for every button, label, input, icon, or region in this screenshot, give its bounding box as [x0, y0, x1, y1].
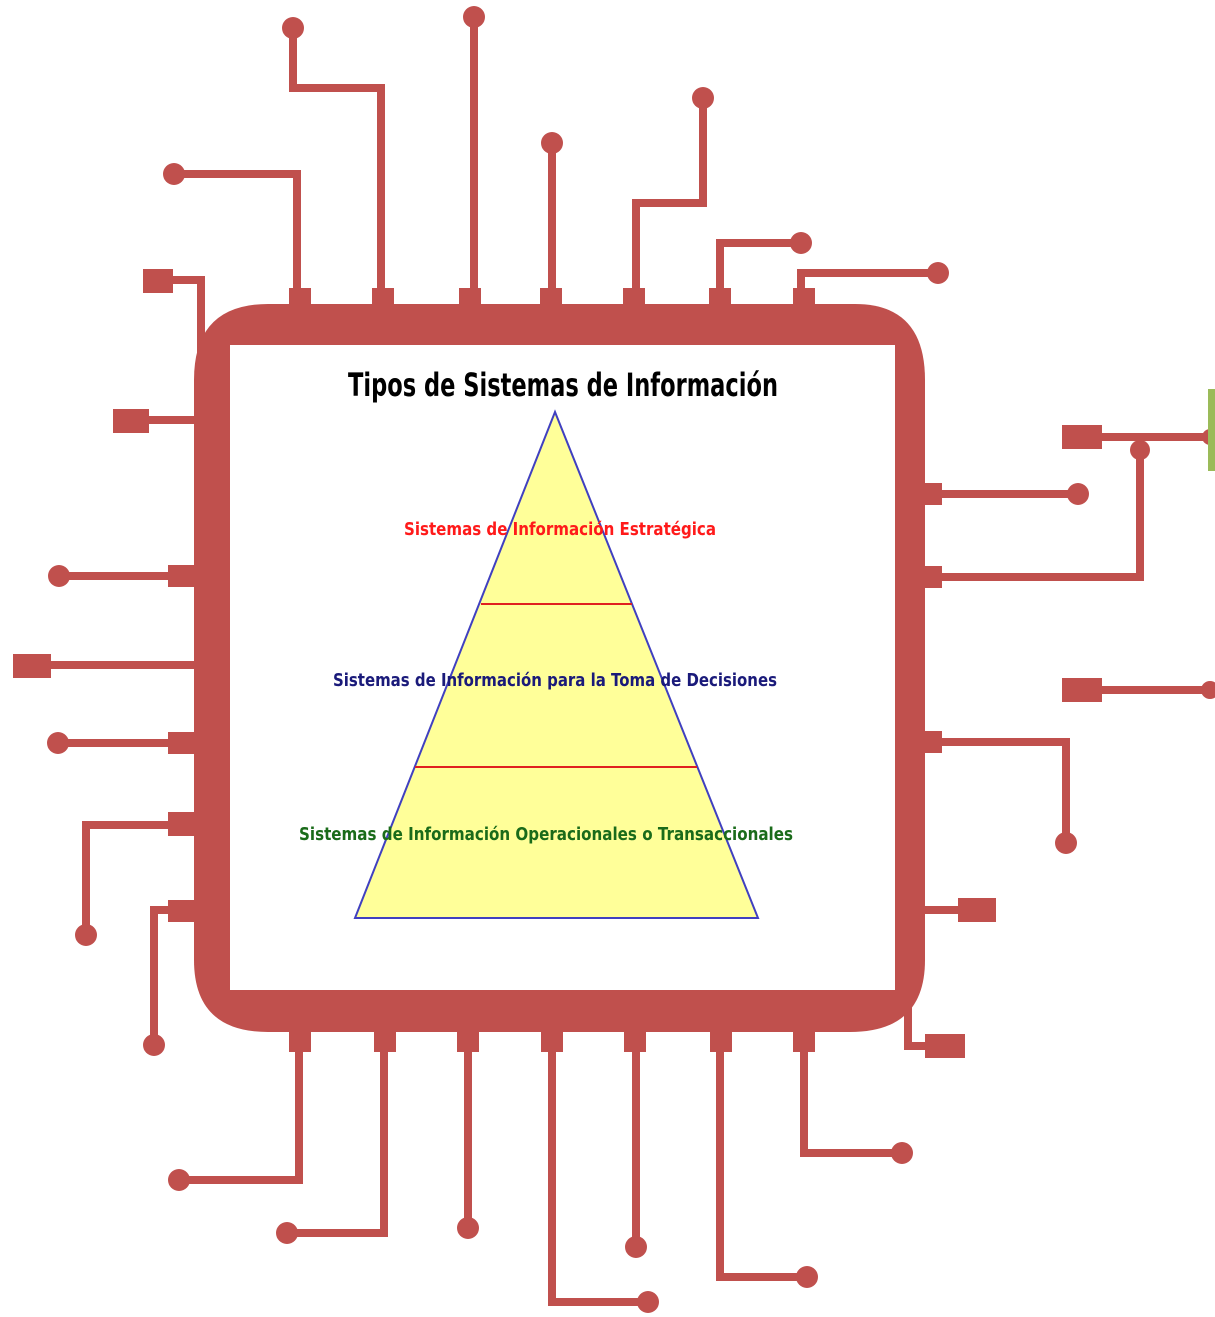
chip-pin: [168, 900, 196, 922]
terminal-dot: [1130, 440, 1150, 460]
chip-pin: [540, 288, 562, 308]
terminal-dot: [282, 17, 304, 39]
terminal-dot: [1067, 483, 1089, 505]
circuit-trace: [716, 239, 801, 300]
terminal-pad: [958, 898, 996, 922]
level-label-decisions: Sistemas de Información para la Toma de …: [333, 670, 777, 691]
terminal-dot: [891, 1142, 913, 1164]
chip-pin: [459, 288, 481, 308]
terminal-dot: [637, 1291, 659, 1313]
accent-tab: [1208, 389, 1215, 471]
circuit-trace: [548, 1030, 648, 1306]
terminal-dot: [927, 262, 949, 284]
terminal-dot: [692, 87, 714, 109]
circuit-trace: [910, 738, 1070, 843]
circuit-trace: [716, 1030, 807, 1281]
terminal-pad: [1062, 425, 1102, 449]
diagram-title: Tipos de Sistemas de Información: [348, 366, 778, 404]
terminal-dot: [796, 1266, 818, 1288]
terminal-dot: [276, 1222, 298, 1244]
terminal-dot: [163, 163, 185, 185]
circuit-trace: [179, 1030, 303, 1184]
pyramid: [353, 409, 760, 919]
circuit-trace: [797, 269, 938, 300]
chip-pin: [168, 732, 196, 754]
trace-terminals: [13, 6, 1215, 1313]
chip-pin: [793, 288, 815, 308]
chip-pin: [289, 288, 311, 308]
terminal-dot: [47, 732, 69, 754]
terminal-pad: [1062, 678, 1102, 702]
terminal-dot: [541, 132, 563, 154]
circuit-trace: [174, 170, 301, 300]
circuit-trace: [632, 98, 707, 300]
circuit-trace: [289, 28, 385, 300]
terminal-dot: [143, 1034, 165, 1056]
terminal-pad: [925, 1034, 965, 1058]
chip-pin: [168, 812, 196, 836]
circuit-trace: [910, 450, 1144, 581]
terminal-dot: [625, 1236, 647, 1258]
terminal-dot: [457, 1217, 479, 1239]
circuit-trace: [82, 821, 200, 935]
level-label-operational: Sistemas de Información Operacionales o …: [299, 824, 793, 845]
chip-pin: [623, 288, 645, 308]
terminal-dot: [48, 565, 70, 587]
circuit-trace: [150, 276, 205, 380]
circuit-trace: [150, 906, 200, 1045]
terminal-dot: [168, 1169, 190, 1191]
level-label-strategic: Sistemas de Información Estratégica: [404, 519, 716, 540]
circuit-trace: [800, 1030, 902, 1157]
terminal-dot: [1201, 681, 1215, 699]
chip-pin: [372, 288, 394, 308]
terminal-dot: [1055, 832, 1077, 854]
terminal-pad: [13, 654, 51, 678]
terminal-dot: [790, 232, 812, 254]
terminal-dot: [463, 6, 485, 28]
terminal-pad: [113, 409, 149, 433]
terminal-pad: [143, 269, 173, 293]
chip-pin: [168, 565, 196, 587]
terminal-dot: [75, 924, 97, 946]
chip-pin: [709, 288, 731, 308]
circuit-trace: [287, 1030, 388, 1237]
